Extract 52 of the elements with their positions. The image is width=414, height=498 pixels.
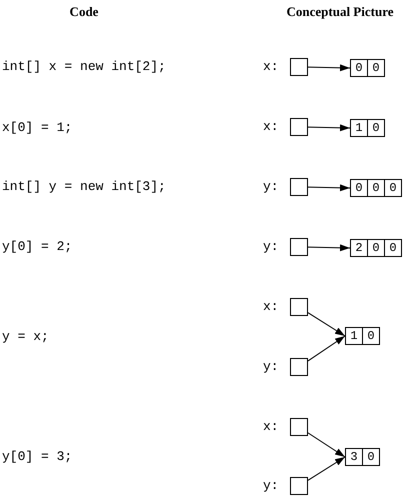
array-box — [350, 59, 385, 77]
pointer-box — [290, 118, 308, 136]
arrow — [308, 432, 346, 458]
variable-label: y: — [263, 239, 279, 255]
code-line: y = x; — [2, 329, 49, 345]
arrow — [308, 124, 350, 132]
variable-label: x: — [263, 59, 279, 75]
array-cell: 0 — [384, 180, 401, 196]
pointer-box — [290, 418, 308, 436]
arrow — [308, 336, 346, 362]
pointer-box — [290, 298, 308, 316]
array-cell: 0 — [351, 60, 367, 76]
pointer-box — [290, 58, 308, 76]
code-line: x[0] = 1; — [2, 120, 72, 136]
array-cell: 0 — [367, 240, 384, 256]
arrow — [308, 456, 346, 481]
variable-label: x: — [263, 119, 279, 135]
code-line: y[0] = 3; — [2, 449, 72, 465]
arrow — [308, 64, 350, 72]
pointer-box — [290, 358, 308, 376]
pointer-box — [290, 238, 308, 256]
variable-label: x: — [263, 299, 279, 315]
array-cell: 0 — [351, 180, 367, 196]
column-heading: Conceptual Picture — [286, 4, 394, 20]
array-cell: 1 — [351, 120, 367, 136]
array-cell: 0 — [384, 240, 401, 256]
code-line: y[0] = 2; — [2, 239, 72, 255]
variable-label: y: — [263, 179, 279, 195]
variable-label: x: — [263, 419, 279, 435]
pointer-box — [290, 178, 308, 196]
array-cell: 3 — [346, 449, 362, 465]
column-heading: Code — [70, 4, 98, 20]
arrow — [308, 184, 350, 192]
array-box — [350, 239, 402, 257]
array-cell: 0 — [367, 120, 384, 136]
array-box — [350, 179, 402, 197]
variable-label: y: — [263, 478, 279, 494]
pointer-box — [290, 477, 308, 495]
array-cell: 1 — [346, 328, 362, 344]
variable-label: y: — [263, 359, 279, 375]
array-box — [350, 119, 385, 137]
arrow — [308, 244, 350, 252]
arrow — [308, 312, 346, 336]
array-box — [345, 448, 380, 466]
array-cell: 0 — [362, 449, 379, 465]
array-cell: 0 — [367, 60, 384, 76]
array-cell: 0 — [362, 328, 379, 344]
array-cell: 2 — [351, 240, 367, 256]
code-line: int[] x = new int[2]; — [2, 59, 166, 75]
array-box — [345, 327, 380, 345]
code-line: int[] y = new int[3]; — [2, 179, 166, 195]
array-cell: 0 — [367, 180, 384, 196]
